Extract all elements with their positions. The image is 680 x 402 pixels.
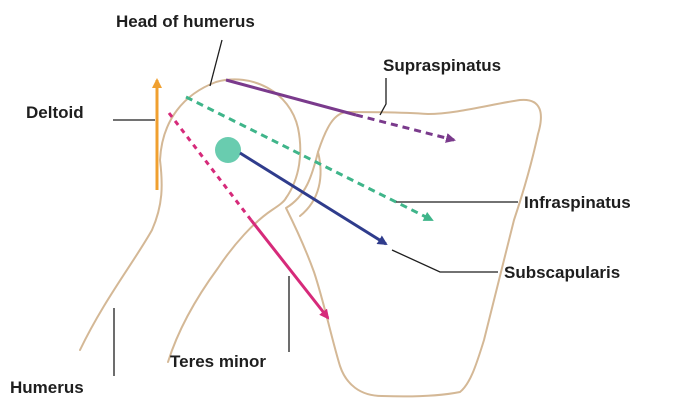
leader-supraspinatus <box>380 78 386 115</box>
supraspinatus-arrow-dashed <box>356 115 454 140</box>
label-humerus: Humerus <box>10 378 84 398</box>
humerus-medial-outline <box>168 198 286 362</box>
label-supraspinatus: Supraspinatus <box>383 56 501 76</box>
label-teres-minor: Teres minor <box>170 352 266 372</box>
label-infraspinatus: Infraspinatus <box>524 193 631 213</box>
leader-subscapularis <box>392 250 498 272</box>
label-subscapularis: Subscapularis <box>504 263 620 283</box>
scapula-outline <box>286 100 541 397</box>
rotation-center-point <box>215 137 241 163</box>
label-deltoid: Deltoid <box>26 103 84 123</box>
label-head-of-humerus: Head of humerus <box>116 12 255 32</box>
leader-head-of-humerus <box>210 40 222 86</box>
teres-minor-arrow-dotted <box>169 113 251 220</box>
